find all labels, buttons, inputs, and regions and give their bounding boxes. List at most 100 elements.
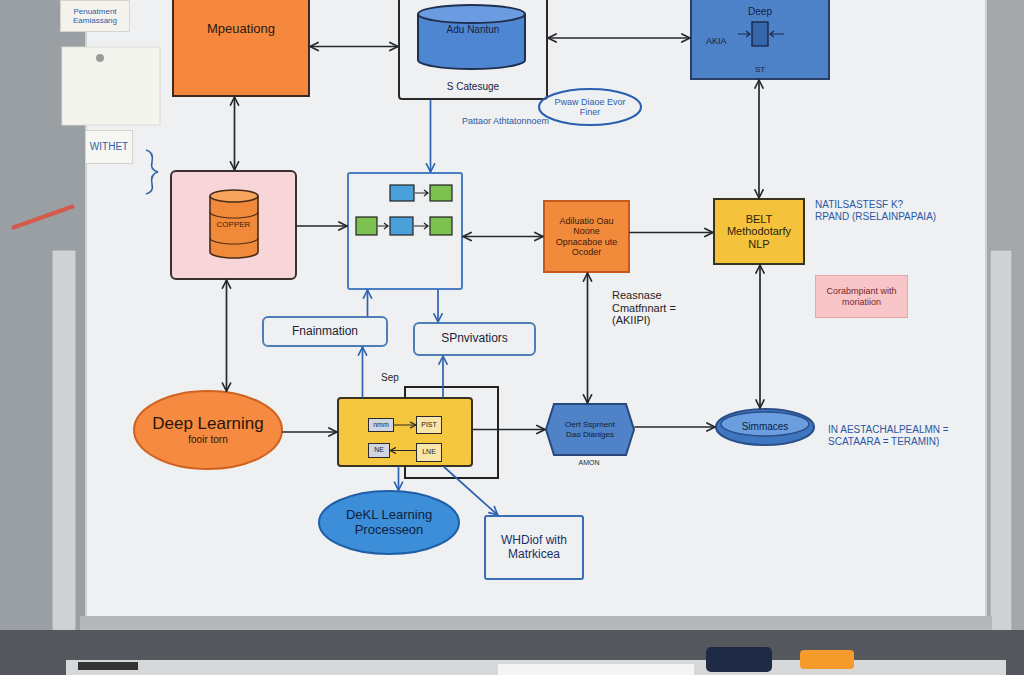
storage-box: COPPER <box>170 170 297 280</box>
connector <box>362 347 364 397</box>
service-box: DeepAKIAST <box>690 0 830 80</box>
device-icon <box>752 22 768 46</box>
connector <box>630 232 713 234</box>
blank-sticky-note <box>62 47 160 125</box>
disk-node: Simmaces <box>715 408 815 446</box>
ellipse-shape <box>539 89 641 125</box>
storage-cylinder <box>210 196 258 258</box>
node-text: NE <box>374 446 384 454</box>
connector <box>398 467 400 490</box>
step-box: nmm PIST NE LNE <box>337 397 473 467</box>
connector <box>310 46 398 48</box>
mini-block <box>430 185 452 201</box>
connector <box>548 37 690 39</box>
whiteboard <box>86 0 986 620</box>
ellipse-shape <box>319 491 459 554</box>
marker-orange <box>800 650 854 669</box>
node-text: WHDiof with Matrkicea <box>492 534 576 562</box>
connector <box>394 424 416 425</box>
node-text: Mpeuationg <box>207 22 275 37</box>
connector <box>473 429 545 431</box>
annotation: IN AESTACHALPEALMN = SCATAARA = TERAMIN) <box>828 424 980 447</box>
rounded-box: SPnvivatiors <box>413 322 536 356</box>
annotation-text: AMON <box>574 459 604 467</box>
node-text: Deep <box>748 6 772 18</box>
board-frame <box>80 616 992 630</box>
mini-block <box>390 217 413 235</box>
connector <box>390 450 416 451</box>
connector <box>283 431 337 433</box>
inner-box: NE <box>368 443 390 458</box>
annotation: AMON <box>574 459 604 467</box>
node-text: fooir torn <box>188 434 227 446</box>
hexagon-shape <box>546 404 634 455</box>
process-box: Mpeuationg <box>172 0 310 97</box>
connector <box>430 100 432 172</box>
annotation-text: Reasnase Cmatfnnart =(AKIIPI) <box>612 289 704 327</box>
cylinder-band <box>210 212 258 218</box>
node-text: Penuatment Eamiassang <box>64 7 126 25</box>
sticky-note: Corabmpiant with moriatiion <box>815 275 908 318</box>
process-box: WHDiof with Matrkicea <box>484 515 584 580</box>
node-text: Deep Learning <box>152 414 264 434</box>
process-box: Adiluatio Oau Noone Opnacaboe ute Ocoder <box>543 200 630 273</box>
annotation-text: IN AESTACHALPEALMN = SCATAARA = TERAMIN) <box>828 424 980 447</box>
rounded-box: Fnainmation <box>262 316 388 347</box>
node-text: Pwaw Diaoe Evor Finer <box>553 97 627 118</box>
node-text: Simmaces <box>742 421 789 433</box>
annotation-text: Sep <box>378 372 402 384</box>
board-stand <box>52 250 76 640</box>
node-text: S Catesuge <box>447 81 499 93</box>
ellipse-shape <box>134 391 282 469</box>
marker-blue <box>706 647 772 672</box>
pin <box>96 54 104 62</box>
mini-arrow <box>415 190 428 196</box>
node-text: DeKL Learning Processeon <box>338 508 440 538</box>
node-text: COPPER <box>217 220 251 229</box>
disk-top <box>721 412 809 436</box>
database-cylinder <box>418 14 525 69</box>
annotation: Sep <box>378 372 402 384</box>
wall-right <box>986 0 1024 675</box>
marker-tray <box>66 660 1006 675</box>
mini-arrow <box>414 223 428 229</box>
connector <box>226 280 228 391</box>
inner-box: LNE <box>416 443 442 462</box>
cylinder-band <box>210 238 258 244</box>
connector <box>297 225 347 227</box>
connector <box>587 273 589 403</box>
node-text: Fnainmation <box>292 325 358 339</box>
node-text: AKIA <box>706 36 727 46</box>
node-text: PIST <box>421 421 437 429</box>
connector <box>463 236 543 238</box>
wall-mark <box>12 206 74 228</box>
ellipse-node: DeKL Learning Processeon <box>318 490 460 555</box>
node-text: nmm <box>373 421 389 429</box>
sticky-note: Penuatment Eamiassang <box>60 0 130 32</box>
mini-block <box>356 217 377 235</box>
annotation-text: NATILSASTESF K? RPAND (RSELAINPAPAIA) <box>815 199 940 222</box>
ellipse-node: Deep Learningfooir torn <box>133 390 283 470</box>
network-box <box>347 172 463 290</box>
mini-arrow <box>738 31 750 37</box>
node-text: Adiluatio Oau Noone Opnacaboe ute Ocoder <box>550 216 623 257</box>
annotation: Pattaor Athtatonnoem <box>462 116 552 126</box>
connector <box>367 290 369 316</box>
node-text: Corabmpiant with moriatiion <box>822 286 901 307</box>
paper <box>498 664 694 675</box>
node-text: SPnvivatiors <box>441 332 508 346</box>
floor-shadow <box>0 630 1024 675</box>
note-oval: Pwaw Diaoe Evor Finer <box>538 88 642 126</box>
connector <box>234 97 236 170</box>
wall-left <box>0 0 86 675</box>
board-stand <box>990 250 1012 640</box>
node-text: Adu Nantun <box>447 24 500 36</box>
inner-box: PIST <box>416 416 442 434</box>
inner-box: nmm <box>368 418 394 432</box>
mini-arrow <box>378 223 388 229</box>
